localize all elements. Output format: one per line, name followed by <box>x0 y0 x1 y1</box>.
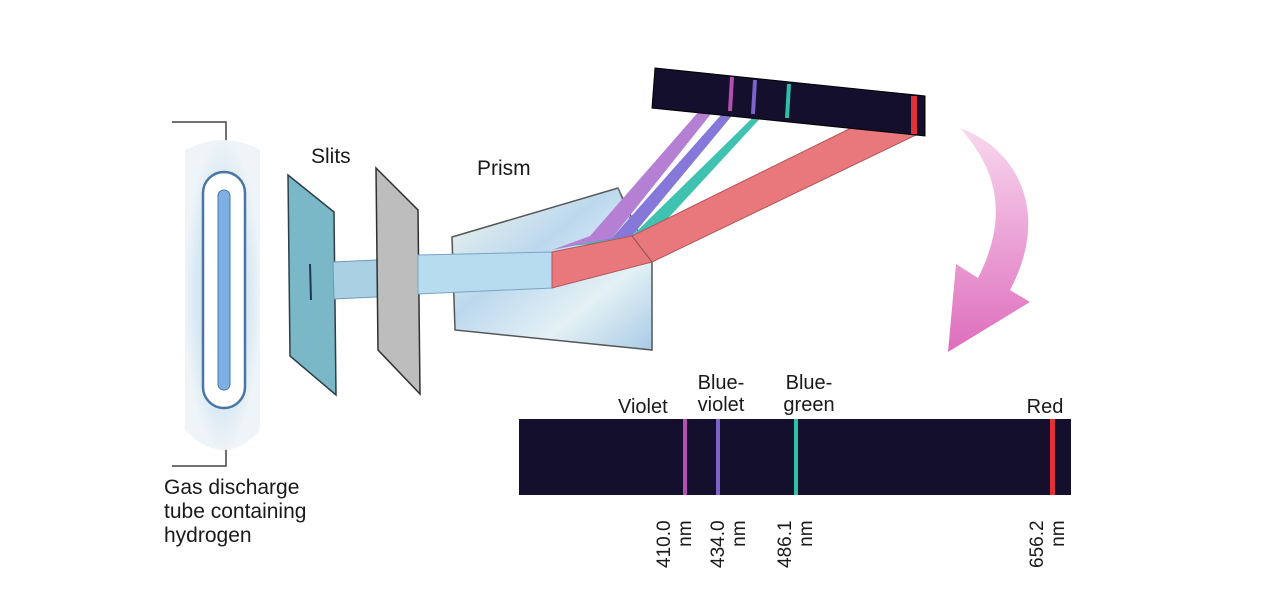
wavelength-486-value: 486.1 <box>775 520 796 568</box>
upper-screen <box>651 67 926 137</box>
upper-line-violet <box>728 76 734 112</box>
slits-label: Slits <box>311 145 351 168</box>
wavelength-486: 486.1 nm <box>775 520 817 568</box>
wavelength-434-value: 434.0 <box>708 520 729 568</box>
upper-line-blueviolet <box>751 79 757 115</box>
light-beam-wide <box>417 251 553 295</box>
line-name-blue-violet-1: Blue- <box>697 372 745 394</box>
tube-label: Gas discharge tube containing hydrogen <box>164 476 306 548</box>
prism-assembly <box>417 78 919 351</box>
line-name-blue-green: Blue- green <box>776 372 842 416</box>
tube-label-line-1: Gas discharge <box>164 476 300 499</box>
tube-inner <box>217 189 231 391</box>
line-name-blue-green-2: green <box>783 394 835 416</box>
wavelength-656-value: 656.2 <box>1027 520 1048 568</box>
line-name-blue-violet: Blue- violet <box>689 372 753 416</box>
wavelength-486-unit: nm <box>796 520 817 547</box>
wavelength-656-unit: nm <box>1048 520 1069 547</box>
wavelength-434-unit: nm <box>729 520 750 547</box>
tube-label-line-3: hydrogen <box>164 524 252 547</box>
line-name-violet-text: Violet <box>618 396 668 418</box>
spectral-line-red <box>1050 419 1055 495</box>
wavelength-410-unit: nm <box>675 520 696 547</box>
upper-line-bluegreen <box>785 83 791 119</box>
tube-label-line-2: tube containing <box>164 500 307 523</box>
line-name-blue-violet-2: violet <box>697 394 745 416</box>
wavelength-410: 410.0 nm <box>654 520 696 568</box>
spectral-line-blue-green <box>794 419 798 495</box>
line-name-blue-green-1: Blue- <box>785 372 833 394</box>
curved-arrow <box>948 128 1030 352</box>
line-name-red: Red <box>1018 396 1072 418</box>
line-name-red-text: Red <box>1026 396 1064 418</box>
gas-discharge-tube <box>172 121 260 467</box>
slit-plate-front <box>287 173 337 397</box>
prism-label: Prism <box>477 157 531 180</box>
emission-spectrum <box>519 419 1071 495</box>
slit-plate-back <box>375 166 421 396</box>
wavelength-656: 656.2 nm <box>1027 520 1069 568</box>
spectral-line-blue-violet <box>716 419 720 495</box>
line-name-violet: Violet <box>618 396 688 418</box>
arrow-body <box>948 128 1030 352</box>
beam-split-edge <box>631 235 653 263</box>
slits <box>287 166 421 397</box>
violet-beam <box>552 78 738 250</box>
wavelength-410-value: 410.0 <box>654 520 675 568</box>
wavelength-434: 434.0 nm <box>708 520 750 568</box>
slit-opening-front <box>309 263 312 301</box>
spectral-line-violet <box>683 419 687 495</box>
